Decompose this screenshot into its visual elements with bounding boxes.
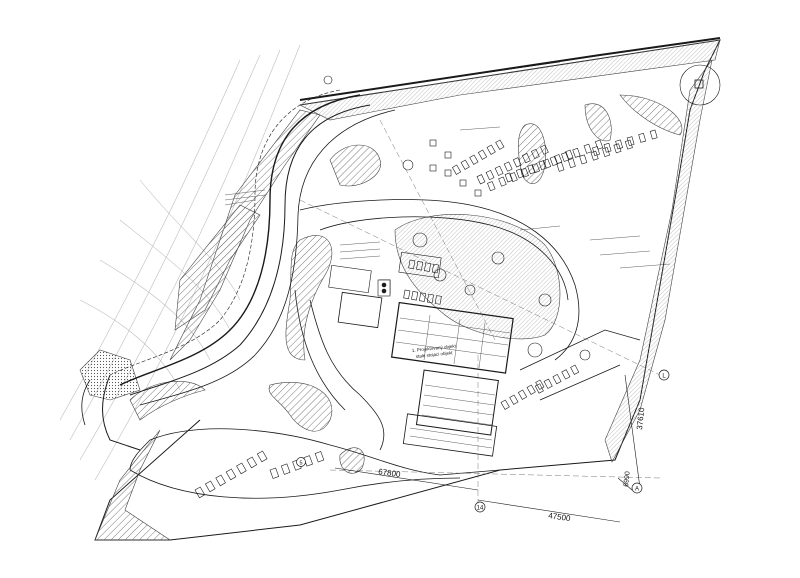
svg-text:5: 5 [299, 461, 302, 467]
trees [323, 64, 721, 361]
building-label-2: stale stojaci objekt [416, 350, 454, 359]
pump-row [429, 139, 482, 197]
small-labels [224, 126, 671, 269]
svg-text:L: L [662, 374, 666, 380]
dimension-lines [334, 374, 641, 523]
access-road [81, 89, 396, 451]
monument-marker [694, 79, 704, 89]
grid-marker-col-left: 14 [474, 501, 486, 513]
dimension-width-inner: 67800 [378, 467, 402, 479]
construction-lines [299, 119, 661, 510]
grid-marker-row-bottom: A [631, 482, 643, 494]
dimension-height-right: 37610 [635, 407, 646, 431]
svg-text:14: 14 [477, 506, 484, 512]
building-label-1: 1. Projektovaný objekt [412, 343, 457, 353]
dimension-height-small: 6990 [623, 471, 632, 487]
parking-stalls [194, 129, 658, 499]
grid-marker-col-mid: 5 [296, 457, 306, 467]
hatched-areas [79, 39, 721, 541]
grid-marker-row-top: L [658, 369, 670, 381]
dimension-width-total: 47500 [548, 511, 572, 523]
svg-text:A: A [635, 487, 639, 493]
internal-roads [129, 199, 641, 499]
signal-boxes [377, 279, 391, 297]
